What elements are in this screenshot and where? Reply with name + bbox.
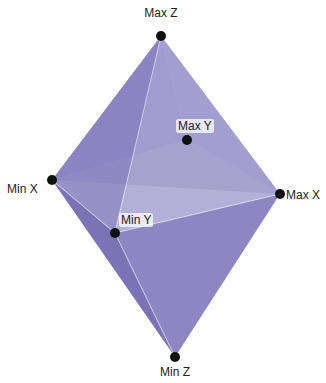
vertex-label: Min Y [119,213,153,227]
vertex-label: Min Z [158,365,192,379]
edge-lines [52,36,280,357]
vertex-label: Max Z [142,6,179,20]
vertex-label: Min X [5,182,40,196]
front-face [115,194,280,357]
vertex-dots [47,31,285,362]
vertex-label: Max X [284,188,322,202]
vertex-label: Max Y [176,119,214,133]
